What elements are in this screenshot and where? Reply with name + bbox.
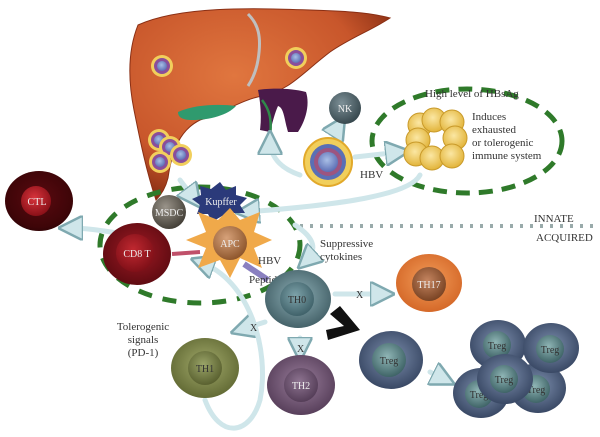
kupffer-label: Kupffer — [205, 197, 237, 208]
block-mark-th2: X — [297, 344, 305, 355]
tolerogenic-label-line1: Tolerogenic — [117, 321, 169, 333]
nk-label: NK — [338, 104, 353, 115]
hepatic-vessels — [258, 88, 308, 132]
induces-label-line2: exhausted — [472, 124, 516, 136]
treg-cell: Treg — [359, 331, 423, 389]
hbsag-boundary — [369, 86, 565, 196]
block-mark-th1: X — [250, 323, 258, 334]
ctl-cell: CTL — [5, 171, 73, 231]
treg-cluster-label: Treg — [541, 345, 560, 356]
apc-cell: APC — [186, 208, 272, 278]
cd8-t-label: CD8 T — [123, 249, 150, 260]
msdc-cell: MSDC — [152, 195, 186, 229]
arrow-treg-expansion — [430, 372, 446, 380]
ligament — [246, 12, 262, 87]
hbv-apc-label: HBV — [258, 255, 281, 267]
treg-cluster: Treg Treg Treg Treg Treg — [453, 320, 579, 418]
virion — [285, 47, 307, 69]
apc-label: APC — [220, 239, 240, 250]
th0-label: TH0 — [288, 295, 306, 306]
ctl-label: CTL — [28, 197, 47, 208]
suppressive-label-line2: cytokines — [320, 251, 362, 263]
induces-label-line3: or tolerogenic — [472, 137, 534, 149]
acquired-label: ACQUIRED — [536, 232, 593, 244]
innate-label: INNATE — [534, 213, 574, 225]
arrow-virion-to-liver — [270, 140, 303, 178]
high-hbsag-label: High level of HBsAg — [425, 88, 519, 100]
arrow-suppressive-cytokines — [292, 222, 313, 262]
liver-virions — [148, 47, 307, 173]
th0-cell: TH0 — [265, 270, 331, 328]
arrow-hbsag-to-apc — [245, 172, 423, 212]
arrows — [68, 124, 446, 431]
treg-cluster-label: Treg — [527, 385, 546, 396]
th2-label: TH2 — [292, 381, 310, 392]
arrow-tolerogenic-feedback — [200, 262, 265, 431]
suppressive-label-line1: Suppressive — [320, 238, 373, 250]
th1-label: TH1 — [196, 364, 214, 375]
tolerogenic-label-line2: signals — [128, 334, 159, 346]
liver — [129, 8, 392, 201]
block-mark-th17: X — [356, 290, 364, 301]
virion — [149, 151, 171, 173]
treg-cluster-label: Treg — [470, 390, 489, 401]
treg-cluster-label: Treg — [488, 341, 507, 352]
induces-label-line1: Induces — [472, 111, 506, 123]
arrow-virion-to-hbsag — [352, 152, 400, 157]
msdc-label: MSDC — [155, 208, 184, 219]
promote-treg-arrow-icon — [326, 306, 360, 340]
hbsag-cluster — [403, 107, 468, 171]
gallbladder — [178, 104, 236, 120]
th2-cell: TH2 — [267, 355, 335, 415]
mhc-tcr-interaction — [171, 250, 201, 256]
treg-cluster-cell: Treg — [477, 354, 533, 404]
treg-label: Treg — [380, 356, 399, 367]
treg-cluster-cell: Treg — [523, 323, 579, 373]
hbv-virion — [303, 137, 353, 187]
cd8-t-cell: CD8 T — [103, 223, 171, 285]
treg-cluster-label: Treg — [495, 375, 514, 386]
arrow-liver-to-kupffer — [180, 177, 195, 200]
virion — [151, 55, 173, 77]
peptide-presentation — [242, 261, 270, 283]
hbv-label: HBV — [360, 169, 383, 181]
nk-cell: NK — [329, 92, 361, 124]
th17-cell: TH17 — [396, 254, 462, 312]
virion — [170, 144, 192, 166]
induces-label-line4: immune system — [472, 150, 542, 162]
tolerogenic-label-line3: (PD-1) — [128, 347, 159, 359]
th17-label: TH17 — [417, 280, 440, 291]
th1-cell: TH1 — [171, 338, 239, 398]
block-marks: X X X — [250, 290, 364, 355]
